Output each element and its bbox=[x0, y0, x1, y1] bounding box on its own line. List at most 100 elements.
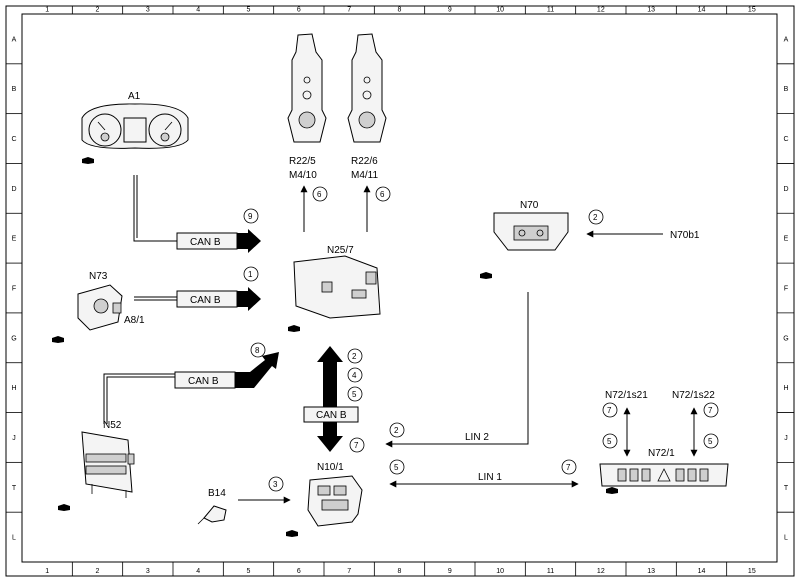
temperature-sensor-b14 bbox=[197, 505, 227, 525]
grid-column-label: 12 bbox=[597, 568, 605, 575]
signal-circle-n73 bbox=[243, 266, 259, 282]
ignition-switch-n73 bbox=[77, 284, 123, 331]
grid-row-label: T bbox=[12, 485, 17, 492]
reference-hand-icon bbox=[606, 487, 618, 494]
signal-v-b: 4 bbox=[352, 371, 357, 380]
label-n25-7: N25/7 bbox=[327, 245, 354, 256]
module-n52 bbox=[81, 431, 135, 498]
reference-hand-icon bbox=[82, 157, 94, 164]
grid-column-label: 7 bbox=[347, 7, 351, 14]
label-n52: N52 bbox=[103, 420, 122, 431]
signal-s21-top: 7 bbox=[607, 406, 612, 415]
signal-circle-n52 bbox=[250, 342, 266, 358]
seat-part-r22-5 bbox=[287, 33, 327, 143]
grid-row-label: L bbox=[12, 535, 16, 542]
grid-column-label: 12 bbox=[597, 7, 605, 14]
grid-column-label: 7 bbox=[347, 568, 351, 575]
grid-column-label: 1 bbox=[45, 568, 49, 575]
grid-column-label: 6 bbox=[297, 7, 301, 14]
n73-can-line bbox=[134, 296, 178, 301]
control-module-n25-7 bbox=[293, 255, 381, 319]
reference-hand-icon bbox=[58, 504, 70, 511]
outer-frame bbox=[5, 5, 795, 577]
grid-column-label: 4 bbox=[196, 568, 200, 575]
label-n10-1: N10/1 bbox=[317, 462, 344, 473]
signal-lin1-right: 7 bbox=[566, 463, 571, 472]
label-n70b1: N70b1 bbox=[670, 230, 700, 241]
grid-column-label: 15 bbox=[748, 7, 756, 14]
grid-row-label: E bbox=[784, 236, 789, 243]
signal-circle-b14 bbox=[268, 476, 284, 492]
grid-row-label: F bbox=[12, 286, 16, 293]
signal-a1: 9 bbox=[248, 212, 253, 221]
can-b-label-vertical: CAN B bbox=[316, 410, 347, 421]
signal-n73: 1 bbox=[248, 270, 253, 279]
grid-column-label: 4 bbox=[196, 7, 200, 14]
grid-column-label: 13 bbox=[647, 7, 655, 14]
grid-column-label: 11 bbox=[547, 7, 554, 14]
signal-n52: 8 bbox=[255, 346, 260, 355]
grid-column-label: 14 bbox=[698, 7, 706, 14]
grid-row-label: A bbox=[784, 36, 789, 43]
label-r22-5: R22/5 bbox=[289, 156, 316, 167]
signal-lin2: 2 bbox=[394, 426, 399, 435]
label-n72-1s22: N72/1s22 bbox=[672, 390, 715, 401]
signal-circle-v-a bbox=[347, 348, 363, 364]
instrument-cluster-a1: A1 bbox=[81, 91, 189, 149]
label-n73: N73 bbox=[89, 271, 108, 282]
grid-column-label: 3 bbox=[146, 568, 150, 575]
lin2-line bbox=[385, 292, 529, 448]
grid-column-label: 11 bbox=[547, 568, 554, 575]
label-n72-1: N72/1 bbox=[648, 448, 675, 459]
lin2-label: LIN 2 bbox=[465, 432, 489, 443]
inner-frame bbox=[21, 13, 778, 563]
grid-column-label: 14 bbox=[698, 568, 706, 575]
can-b-arrow-n52 bbox=[235, 352, 279, 388]
can-b-box-vertical bbox=[303, 406, 359, 423]
signal-s21-bottom: 5 bbox=[607, 437, 612, 446]
signal-circle-s21-bottom bbox=[602, 433, 618, 449]
grid-row-label: J bbox=[12, 435, 16, 442]
grid-column-label: 1 bbox=[45, 7, 49, 14]
a1-can-line bbox=[133, 175, 178, 242]
signal-circle-n70b1 bbox=[588, 209, 604, 225]
reference-hand-icon bbox=[286, 530, 298, 537]
can-b-label-n73: CAN B bbox=[190, 295, 221, 306]
grid-column-label: 6 bbox=[297, 568, 301, 575]
reference-hand-icon bbox=[288, 325, 300, 332]
grid-column-label: 13 bbox=[647, 568, 655, 575]
signal-circle-r22-5 bbox=[312, 186, 328, 202]
grid-row-label: H bbox=[783, 385, 788, 392]
grid-row-label: B bbox=[12, 86, 17, 93]
signal-v-d: 7 bbox=[354, 441, 359, 450]
signal-circle-lin2 bbox=[389, 422, 405, 438]
signal-s22-bottom: 5 bbox=[708, 437, 713, 446]
can-b-arrow-a1 bbox=[237, 229, 261, 253]
can-b-label-a1: CAN B bbox=[190, 237, 221, 248]
grid-column-label: 3 bbox=[146, 7, 150, 14]
grid-column-label: 9 bbox=[448, 7, 452, 14]
grid-column-label: 8 bbox=[398, 568, 402, 575]
grid-row-label: E bbox=[12, 236, 17, 243]
signal-r22-5: 6 bbox=[317, 190, 322, 199]
signal-circle-lin1-left bbox=[389, 459, 405, 475]
reference-hand-icon bbox=[52, 336, 64, 343]
grid-row-label: H bbox=[11, 385, 16, 392]
reference-hand-icon bbox=[480, 272, 492, 279]
signal-v-c: 5 bbox=[352, 390, 357, 399]
seat-part-r22-6 bbox=[347, 33, 387, 143]
grid-row-label: D bbox=[11, 186, 16, 193]
signal-s22-top: 7 bbox=[708, 406, 713, 415]
lin1-label: LIN 1 bbox=[478, 472, 502, 483]
signal-n70b1: 2 bbox=[593, 213, 598, 222]
signal-circle-lin1-right bbox=[561, 459, 577, 475]
signal-circle-s22-bottom bbox=[703, 433, 719, 449]
signal-circle-s22-top bbox=[703, 402, 719, 418]
signal-circle-s21-top bbox=[602, 402, 618, 418]
grid-row-label: G bbox=[783, 335, 788, 342]
